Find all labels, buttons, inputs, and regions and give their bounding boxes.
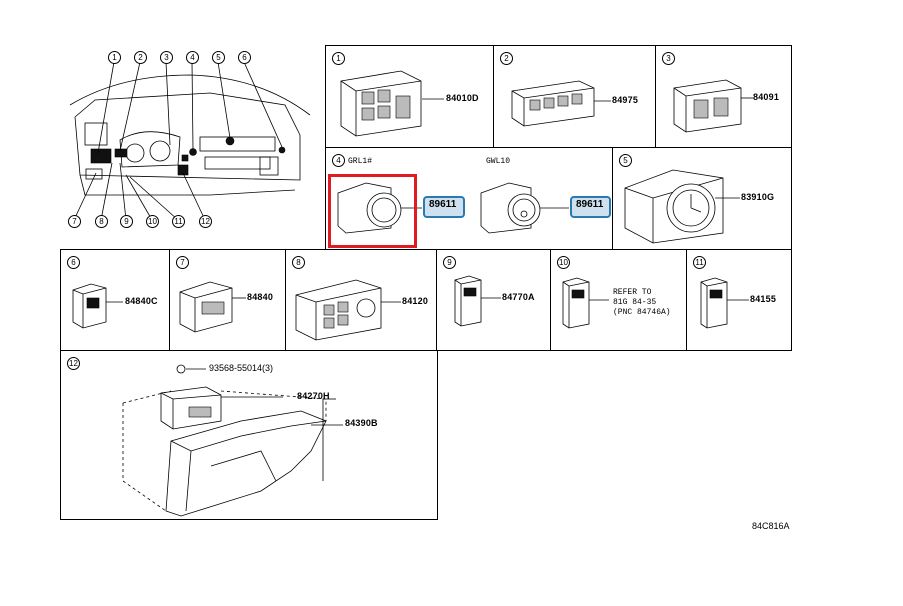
part-number-89611-gwl[interactable]: 89611 xyxy=(570,196,611,218)
panel-8[interactable]: 8 84120 xyxy=(285,249,437,351)
panel-6[interactable]: 6 84840C xyxy=(60,249,170,351)
overview-callout-8[interactable]: 8 xyxy=(95,215,108,228)
panel-number: 11 xyxy=(693,256,706,269)
overview-diagram: 1 2 3 4 5 6 7 8 9 10 11 12 xyxy=(60,45,320,235)
panel-4[interactable]: 4 GRL1# GWL10 89611 89611 xyxy=(325,147,613,250)
switch-assembly-illustration xyxy=(340,70,444,137)
dashboard-illustration xyxy=(69,61,311,221)
part-number-screw[interactable]: 93568-55014(3) xyxy=(209,363,274,373)
part-number-84010D[interactable]: 84010D xyxy=(446,93,479,103)
switch-illustration xyxy=(562,277,609,329)
overview-callout-12[interactable]: 12 xyxy=(199,215,212,228)
overview-callout-7[interactable]: 7 xyxy=(68,215,81,228)
switch-illustration xyxy=(700,277,749,329)
panel-number: 2 xyxy=(500,52,513,65)
panel-11[interactable]: 11 84155 xyxy=(686,249,792,351)
variant-label-a: GRL1# xyxy=(348,157,373,166)
panel-number: 9 xyxy=(443,256,456,269)
overview-callout-6[interactable]: 6 xyxy=(238,51,251,64)
panel-number: 12 xyxy=(67,357,80,370)
panel-3[interactable]: 3 84091 xyxy=(655,45,792,148)
part-number-89611-grl[interactable]: 89611 xyxy=(423,196,465,218)
switch-bar-illustration xyxy=(511,80,611,127)
panel-2[interactable]: 2 84975 xyxy=(493,45,656,148)
switch-pair-illustration xyxy=(673,79,753,133)
part-number-84155[interactable]: 84155 xyxy=(750,294,777,304)
part-number-84840[interactable]: 84840 xyxy=(247,292,274,302)
panel-number: 5 xyxy=(619,154,632,167)
panel-number: 1 xyxy=(332,52,345,65)
overview-callout-4[interactable]: 4 xyxy=(186,51,199,64)
panel-number: 8 xyxy=(292,256,305,269)
part-number-84091[interactable]: 84091 xyxy=(753,92,780,102)
part-number-84975[interactable]: 84975 xyxy=(612,95,639,105)
part-number-84270H[interactable]: 84270H xyxy=(297,391,330,401)
panel-5[interactable]: 5 83910G xyxy=(612,147,792,250)
overview-callout-2[interactable]: 2 xyxy=(134,51,147,64)
panel-number: 6 xyxy=(67,256,80,269)
ref-line-2[interactable]: 81G 84-35 xyxy=(613,298,657,307)
panel-number: 3 xyxy=(662,52,675,65)
part-number-84390B[interactable]: 84390B xyxy=(345,418,378,428)
ref-line-1: REFER TO xyxy=(613,288,652,297)
variant-label-b: GWL10 xyxy=(486,157,511,166)
overview-callout-11[interactable]: 11 xyxy=(172,215,185,228)
switch-illustration xyxy=(454,275,501,327)
diagram-code: 84C816A xyxy=(752,521,790,531)
overview-callout-3[interactable]: 3 xyxy=(160,51,173,64)
overview-callout-9[interactable]: 9 xyxy=(120,215,133,228)
overview-callout-5[interactable]: 5 xyxy=(212,51,225,64)
part-number-84840C[interactable]: 84840C xyxy=(125,296,158,306)
panel-7[interactable]: 7 84840 xyxy=(169,249,286,351)
ref-line-3[interactable]: (PNC 84746A) xyxy=(613,308,671,317)
panel-12[interactable]: 12 93568-55014(3) 84270H 84390B xyxy=(60,350,438,520)
part-number-84770A[interactable]: 84770A xyxy=(502,292,535,302)
overview-callout-10[interactable]: 10 xyxy=(146,215,159,228)
panel-number: 10 xyxy=(557,256,570,269)
part-number-84120[interactable]: 84120 xyxy=(402,296,429,306)
selected-part-highlight xyxy=(328,174,417,248)
panel-1[interactable]: 1 84010D xyxy=(325,45,494,148)
panel-number: 7 xyxy=(176,256,189,269)
switch-illustration xyxy=(72,283,123,329)
reference-note: REFER TO 81G 84-35 (PNC 84746A) xyxy=(613,288,671,318)
clock-illustration xyxy=(624,169,740,244)
part-number-83910G[interactable]: 83910G xyxy=(741,192,775,202)
lower-panel-assembly-illustration xyxy=(122,364,343,517)
panel-number: 4 xyxy=(332,154,345,167)
switch-panel-illustration xyxy=(295,279,401,341)
panel-10[interactable]: 10 REFER TO 81G 84-35 (PNC 84746A) xyxy=(550,249,687,351)
switch-illustration xyxy=(179,281,246,333)
overview-callout-1[interactable]: 1 xyxy=(108,51,121,64)
panel-9[interactable]: 9 84770A xyxy=(436,249,551,351)
engine-start-switch-illustration xyxy=(337,182,569,234)
